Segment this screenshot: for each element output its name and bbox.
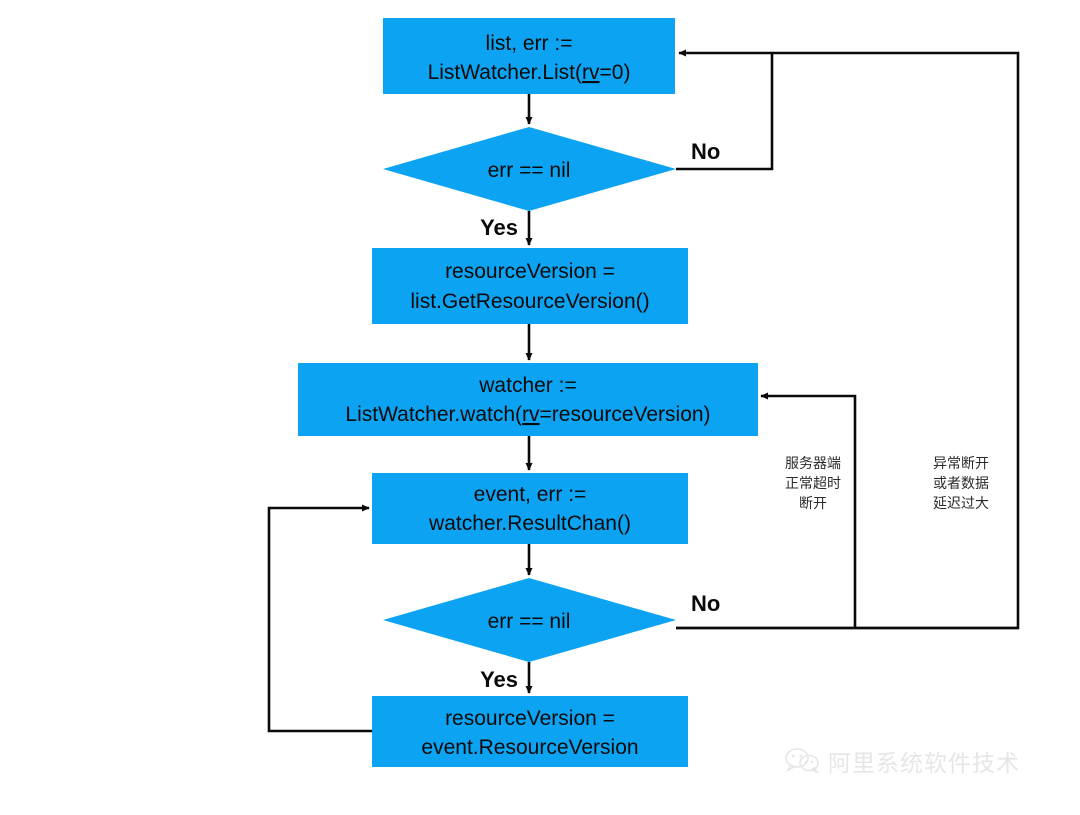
node-err-check-1-shape bbox=[383, 127, 676, 211]
node-list-line2: ListWatcher.List(rv=0) bbox=[428, 61, 631, 84]
node-set-rv-from-event-line1: resourceVersion = bbox=[445, 707, 615, 730]
node-err-check-2-label: err == nil bbox=[488, 610, 571, 633]
node-result-chan-line2: watcher.ResultChan() bbox=[428, 512, 631, 535]
edge-errcheck1-no-to-list bbox=[676, 49, 774, 171]
node-set-rv-from-list[interactable]: resourceVersion = list.GetResourceVersio… bbox=[372, 248, 688, 324]
node-watch-line2-prefix: ListWatcher.watch( bbox=[345, 403, 522, 426]
node-err-check-2-shape bbox=[383, 578, 676, 662]
node-err-check-2[interactable]: err == nil bbox=[383, 578, 676, 662]
note-normal-timeout-line2: 正常超时 bbox=[785, 476, 841, 492]
node-list-line2-misspelled: rv bbox=[582, 61, 600, 84]
node-watch-line1: watcher := bbox=[478, 374, 576, 397]
note-normal-timeout-line3: 断开 bbox=[799, 496, 827, 512]
node-watch-shape bbox=[298, 363, 758, 436]
node-watch-line2-misspelled: rv bbox=[522, 403, 540, 426]
edge-label-yes-top: Yes bbox=[480, 215, 518, 240]
node-result-chan-line1: event, err := bbox=[474, 483, 587, 506]
node-err-check-1[interactable]: err == nil bbox=[383, 127, 676, 211]
note-abnormal-disconnect-line3: 延迟过大 bbox=[933, 496, 989, 512]
node-watch-line2: ListWatcher.watch(rv=resourceVersion) bbox=[345, 403, 710, 426]
node-set-rv-from-list-line2: list.GetResourceVersion() bbox=[410, 290, 649, 313]
node-err-check-1-label: err == nil bbox=[488, 159, 571, 182]
node-list-line2-prefix: ListWatcher.List( bbox=[428, 61, 582, 84]
node-set-rv-from-event-line2: event.ResourceVersion bbox=[421, 736, 638, 759]
note-normal-timeout-line1: 服务器端 bbox=[785, 456, 841, 472]
node-list[interactable]: list, err := ListWatcher.List(rv=0) bbox=[383, 18, 675, 94]
note-normal-timeout: 服务器端 正常超时 断开 bbox=[785, 456, 841, 512]
node-watch-line2-suffix: =resourceVersion) bbox=[540, 403, 711, 426]
node-set-rv-from-list-shape bbox=[372, 248, 688, 324]
note-abnormal-disconnect-line1: 异常断开 bbox=[933, 456, 989, 472]
edge-label-no-bottom: No bbox=[691, 591, 720, 616]
edge-label-no-top: No bbox=[691, 139, 720, 164]
node-list-shape bbox=[383, 18, 675, 94]
note-abnormal-disconnect: 异常断开 或者数据 延迟过大 bbox=[933, 456, 989, 512]
node-set-rv-from-event[interactable]: resourceVersion = event.ResourceVersion bbox=[372, 696, 688, 767]
node-result-chan-shape bbox=[372, 473, 688, 544]
connectors bbox=[267, 49, 1020, 733]
note-abnormal-disconnect-line2: 或者数据 bbox=[933, 476, 989, 492]
node-set-rv-from-list-line1: resourceVersion = bbox=[445, 260, 615, 283]
node-watch[interactable]: watcher := ListWatcher.watch(rv=resource… bbox=[298, 363, 758, 436]
node-set-rv-from-event-shape bbox=[372, 696, 688, 767]
edge-normal-timeout-return bbox=[760, 392, 857, 628]
node-list-line2-suffix: =0) bbox=[600, 61, 631, 84]
edge-abnormal-disconnect-return bbox=[676, 51, 1020, 630]
edge-label-yes-bottom: Yes bbox=[480, 667, 518, 692]
node-result-chan[interactable]: event, err := watcher.ResultChan() bbox=[372, 473, 688, 544]
edge-setrv-event-to-resultchan bbox=[267, 504, 372, 733]
node-list-line1: list, err := bbox=[486, 32, 573, 55]
